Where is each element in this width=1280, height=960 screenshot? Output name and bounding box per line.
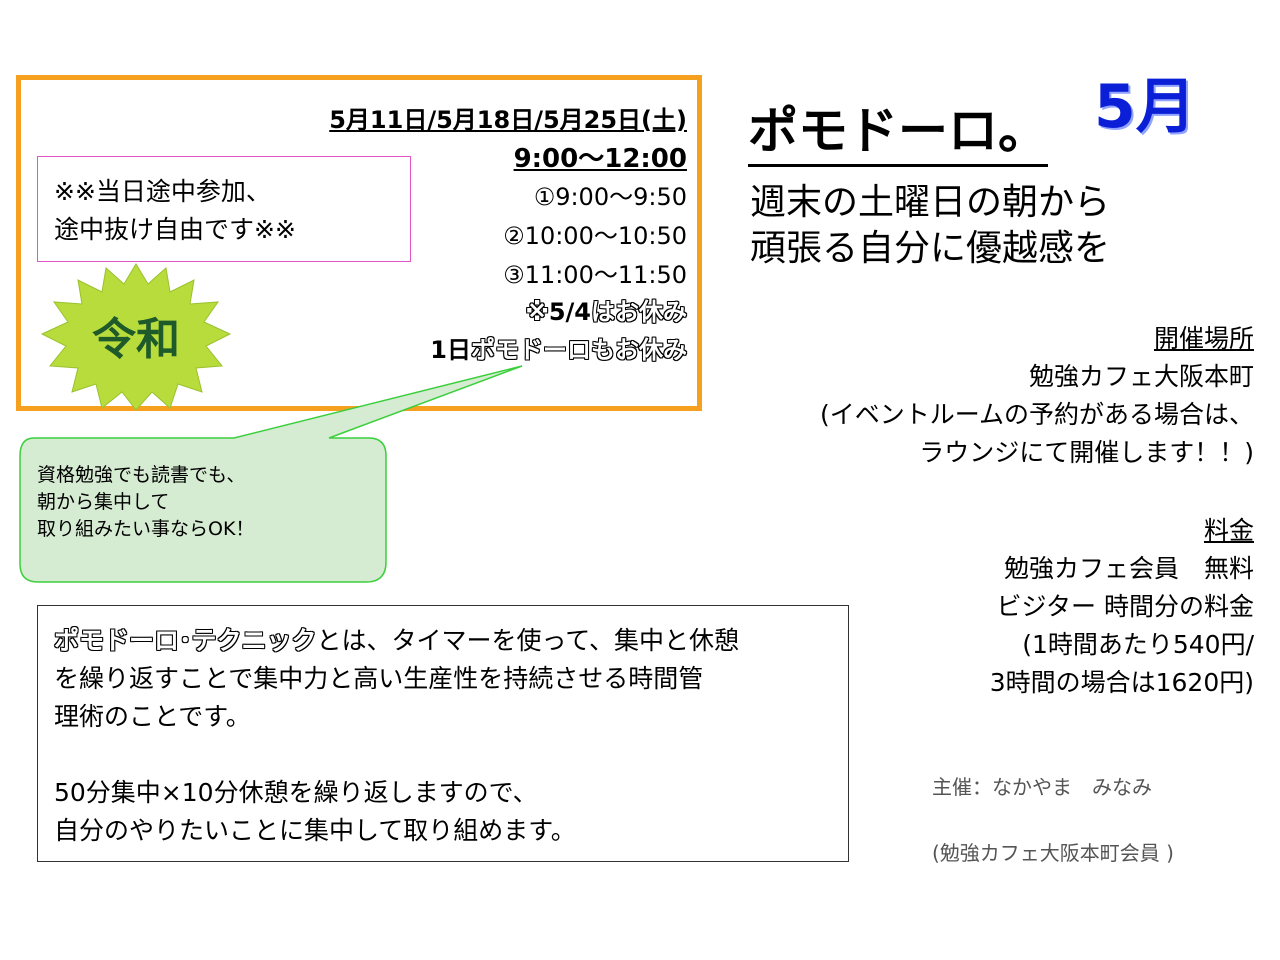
one-day-notice: 1日ポモドーロもお休み bbox=[430, 330, 687, 365]
bubble-shape bbox=[19, 365, 523, 583]
bubble-line3: 取り組みたい事ならOK！ bbox=[37, 518, 255, 540]
participation-note-line2: 途中抜け自由です※※ bbox=[54, 215, 296, 244]
reiwa-badge: 令和 bbox=[40, 263, 232, 411]
description-line2: を繰り返すことで集中力と高い生産性を持続させる時間管 bbox=[54, 664, 704, 693]
venue-name: 勉強カフェ大阪本町 bbox=[1028, 362, 1254, 391]
holiday-date: 5/4 bbox=[548, 298, 591, 326]
venue-section: 開催場所 勉強カフェ大阪本町 (イベントルームの予約がある場合は、 ラウンジにて… bbox=[820, 320, 1254, 472]
subtitle: 週末の土曜日の朝から 頑張る自分に優越感を bbox=[750, 180, 1110, 272]
participation-note: ※※当日途中参加、 途中抜け自由です※※ bbox=[37, 156, 411, 262]
holiday-notice: ※5/4はお休み bbox=[525, 292, 687, 327]
fee-member: 勉強カフェ会員 無料 bbox=[1003, 554, 1254, 583]
description-line4: 50分集中×10分休憩を繰り返しますので、 bbox=[54, 778, 538, 807]
schedule-dates: 5月11日/5月18日/5月25日(土) bbox=[329, 106, 687, 134]
badge-starburst bbox=[40, 263, 232, 411]
description-line5: 自分のやりたいことに集中して取り組めます。 bbox=[54, 816, 576, 845]
badge-text: 令和 bbox=[92, 314, 180, 365]
venue-note-line2: ラウンジにて開催します！！) bbox=[919, 438, 1254, 467]
description-text1: とは、タイマーを使って、集中と休憩 bbox=[316, 626, 740, 655]
subtitle-line1: 週末の土曜日の朝から bbox=[750, 182, 1111, 223]
description-line3: 理術のことです。 bbox=[54, 702, 251, 731]
one-day-suffix: もお休み bbox=[591, 336, 687, 364]
bubble-line2: 朝から集中して bbox=[37, 491, 170, 513]
holiday-prefix: ※ bbox=[525, 298, 549, 326]
description-spacer bbox=[54, 736, 836, 774]
month-label: 5月 bbox=[1094, 72, 1196, 142]
description-keyword: ポモドーロ･テクニック bbox=[54, 626, 317, 655]
fee-heading: 料金 bbox=[1203, 516, 1254, 545]
one-day-prefix: 1日 bbox=[430, 336, 471, 364]
fee-visitor: ビジター 時間分の料金 bbox=[996, 592, 1254, 621]
session-3: ③11:00〜11:50 bbox=[503, 261, 687, 289]
bubble-line1: 資格勉強でも読書でも、 bbox=[37, 464, 246, 486]
page-title: ポモドーロ。 bbox=[748, 100, 1048, 167]
holiday-suffix: はお休み bbox=[591, 298, 687, 326]
participation-note-line1: ※※当日途中参加、 bbox=[54, 177, 271, 206]
venue-heading: 開催場所 bbox=[1153, 324, 1254, 353]
organizer: 主催：なかやま みなみ bbox=[932, 775, 1152, 799]
venue-note-line1: (イベントルームの予約がある場合は、 bbox=[819, 400, 1254, 429]
speech-bubble bbox=[19, 365, 523, 583]
session-1: ①9:00〜9:50 bbox=[533, 183, 687, 211]
schedule-time-range: 9:00〜12:00 bbox=[513, 144, 687, 174]
fee-section: 料金 勉強カフェ会員 無料 ビジター 時間分の料金 (1時間あたり540円/ 3… bbox=[990, 512, 1254, 702]
organizer-membership: (勉強カフェ大阪本町会員 ) bbox=[932, 841, 1174, 865]
fee-detail-line2: 3時間の場合は1620円) bbox=[989, 668, 1254, 697]
description-box: ポモドーロ･テクニックとは、タイマーを使って、集中と休憩 を繰り返すことで集中力… bbox=[37, 605, 849, 862]
fee-detail-line1: (1時間あたり540円/ bbox=[1022, 630, 1254, 659]
subtitle-line2: 頑張る自分に優越感を bbox=[750, 228, 1111, 269]
one-day-mid: ポモドーロ bbox=[471, 336, 591, 364]
description-line1: ポモドーロ･テクニックとは、タイマーを使って、集中と休憩 bbox=[54, 622, 836, 660]
bubble-text: 資格勉強でも読書でも、 朝から集中して 取り組みたい事ならOK！ bbox=[37, 462, 254, 543]
session-2: ②10:00〜10:50 bbox=[503, 222, 687, 250]
